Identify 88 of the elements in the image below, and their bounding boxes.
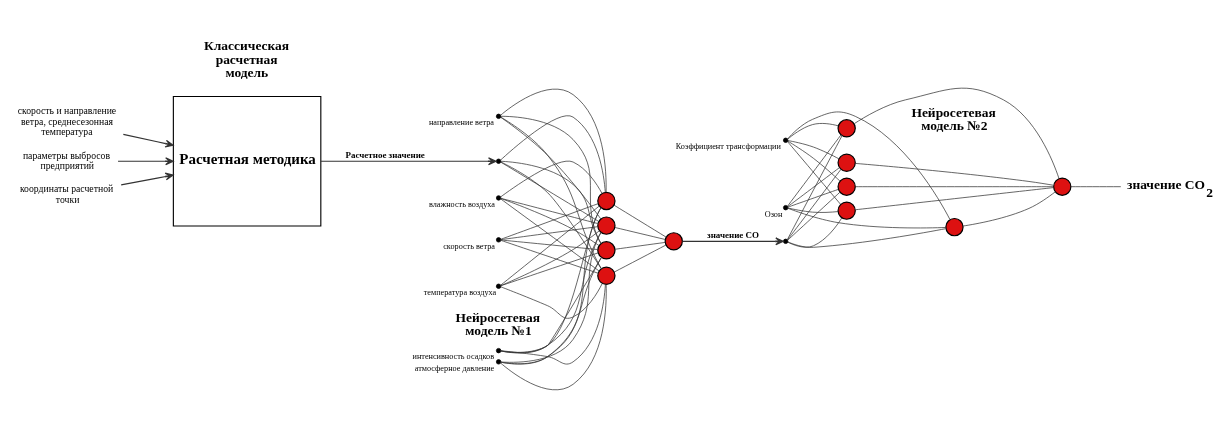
node-circle (837, 153, 856, 172)
connector (500, 198, 600, 271)
label: Классическая расчетная модель (204, 37, 290, 80)
node-circle (945, 217, 964, 236)
node-circle (837, 200, 856, 220)
node-circle (837, 177, 856, 196)
connector (613, 244, 667, 272)
connector (614, 226, 666, 240)
node-label: направление ветра (428, 117, 495, 127)
node-circle (496, 347, 502, 353)
node-label: Коэффициент трансформации (675, 141, 781, 151)
connector (500, 239, 599, 274)
connector (500, 239, 599, 250)
connector (962, 191, 1056, 226)
node-circle (783, 204, 789, 210)
connector (500, 88, 607, 192)
connector (500, 197, 599, 224)
node-circle (496, 194, 502, 201)
node-circle (496, 283, 502, 289)
connector (500, 283, 607, 390)
connector (500, 161, 602, 269)
node-label: скорость ветра (443, 241, 495, 251)
node-text: скорость и направление ветра, среднесезонная температура (17, 104, 117, 137)
connector (787, 191, 841, 241)
connector (786, 134, 843, 240)
connector (787, 207, 839, 213)
arrow (320, 156, 497, 165)
connector (787, 166, 840, 207)
connector (500, 197, 600, 246)
node-circle (496, 158, 502, 164)
connector (787, 227, 947, 248)
node-circle (496, 358, 502, 364)
label: Нейросетевая модель №1 (455, 309, 541, 338)
node-circle (597, 240, 616, 260)
edge-label: Расчетное значение (345, 149, 425, 160)
connector (787, 168, 842, 240)
node-circle (496, 236, 502, 242)
label: Нейросетевая модель №2 (911, 104, 996, 133)
node-circle (664, 231, 683, 251)
edge-label: значение CO (707, 229, 760, 240)
connector (500, 116, 602, 219)
node-circle (837, 118, 856, 137)
connector (613, 204, 667, 237)
connector (787, 139, 840, 159)
connector (787, 217, 843, 248)
connector (787, 207, 947, 228)
node-circle (597, 215, 616, 235)
node-label: Озон (764, 208, 783, 218)
connector (500, 161, 600, 222)
node-circle (597, 191, 616, 210)
connector (500, 115, 602, 244)
arrow (117, 156, 174, 165)
node-text: параметры выбросов предприятий (22, 149, 111, 171)
connector (614, 241, 666, 250)
connector (500, 225, 599, 240)
connector (500, 160, 603, 197)
connector (1070, 185, 1122, 187)
connector (787, 140, 841, 181)
connector (500, 114, 606, 192)
connector (854, 186, 1054, 210)
connector (500, 202, 599, 240)
node-label: интенсивность осадков (412, 351, 495, 361)
arrow (681, 236, 784, 245)
connector (500, 282, 603, 319)
arrow (120, 172, 174, 185)
node-circle (783, 137, 789, 143)
connector (500, 205, 600, 285)
node-circle (496, 113, 502, 119)
connector (500, 252, 599, 286)
connector (500, 229, 600, 286)
connector (500, 283, 606, 364)
connector (787, 122, 839, 140)
node-circle (597, 266, 616, 285)
node-label: температура воздуха (423, 287, 497, 297)
connector (853, 87, 1060, 179)
connector (855, 162, 1054, 186)
connector (787, 111, 951, 220)
arrow (122, 133, 174, 148)
node-text: координаты расчетной точки (19, 182, 114, 205)
node-label: атмосферное давление (414, 363, 495, 373)
connector (500, 116, 602, 269)
node-circle (1053, 177, 1072, 196)
connector (854, 185, 1054, 187)
node-label: влажность воздуха (428, 199, 495, 209)
node-box: Расчетная методика (172, 95, 322, 227)
connector (500, 160, 602, 244)
connector (787, 188, 839, 207)
node-circle (783, 238, 789, 244)
